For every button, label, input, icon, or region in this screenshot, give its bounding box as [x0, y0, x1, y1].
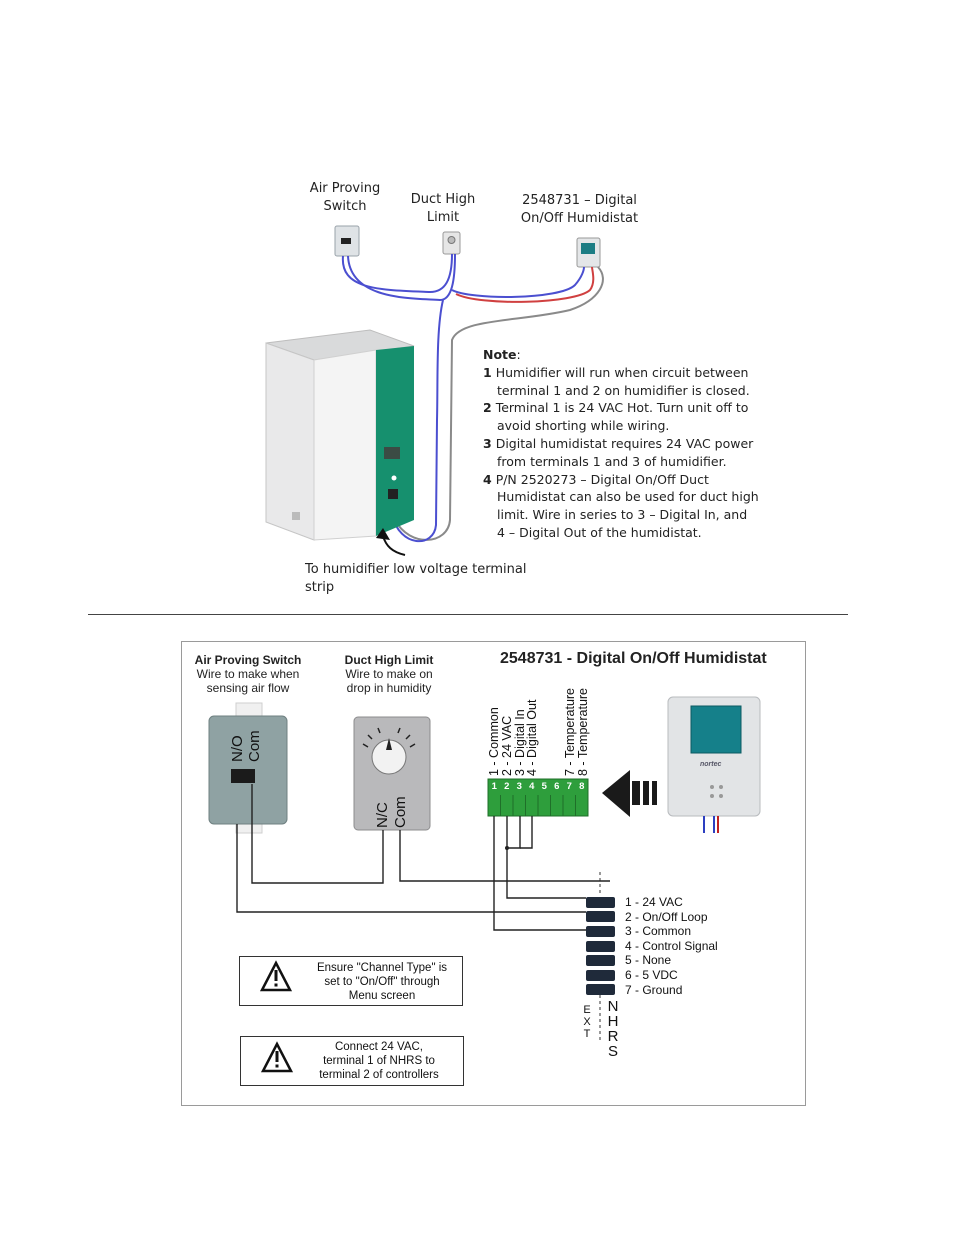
humidistat-label: 2548731 – Digital On/Off Humidistat [520, 193, 639, 226]
nhrs-row: 5 - None [586, 953, 726, 968]
nhrs-row: 4 - Control Signal [586, 939, 726, 954]
air-proving-switch-label: Air Proving Switch [309, 181, 381, 214]
channel-type-warning: Ensure "Channel Type" is set to "On/Off"… [239, 956, 463, 1006]
note-item-2: 2 Terminal 1 is 24 VAC Hot. Turn unit of… [483, 400, 749, 416]
humidistat-terminal-label: 8 - Temperature [576, 687, 590, 776]
nhrs-row: 2 - On/Off Loop [586, 910, 726, 925]
air-proving-com-label: Com [246, 730, 263, 762]
duct-high-limit-label: Duct High Limit [410, 192, 476, 225]
note-item-4: 4 P/N 2520273 – Digital On/Off Duct [483, 471, 709, 487]
note-item-1: 1 Humidifier will run when circuit betwe… [483, 364, 749, 380]
nhrs-row: 1 - 24 VAC [586, 895, 726, 910]
nhrs-row: 3 - Common [586, 924, 726, 939]
air-proving-no-label: N/O [229, 735, 246, 762]
nhrs-row: 6 - 5 VDC [586, 968, 726, 983]
nhrs-terminal-rows: 1 - 24 VAC 2 - On/Off Loop 3 - Common 4 … [586, 895, 726, 997]
humidistat-terminal-block [487, 778, 589, 817]
ext-label: EXT [583, 1004, 591, 1040]
terminal-strip-label: To humidifier low voltage terminal strip [305, 562, 527, 595]
bottom-wires [236, 784, 610, 931]
duct-high-limit-heading: Duct High Limit [344, 653, 434, 667]
nhrs-label: NHRS [607, 998, 619, 1060]
duct-limit-nc-label: N/C [374, 802, 391, 828]
wiring-note: Note: 1 Humidifier will run when circuit… [483, 346, 763, 542]
air-proving-switch-block: Air Proving Switch Wire to make when sen… [186, 653, 310, 695]
connect-24vac-warning: Connect 24 VAC, terminal 1 of NHRS to te… [240, 1036, 464, 1086]
duct-high-limit-block: Duct High Limit Wire to make on drop in … [334, 653, 444, 695]
top-wires [341, 253, 604, 542]
nhrs-row: 7 - Ground [586, 983, 726, 998]
humidistat-title: 2548731 - Digital On/Off Humidistat [500, 650, 767, 667]
humidistat-brand-logo: nortec [700, 761, 722, 768]
air-proving-switch-box [208, 702, 288, 834]
air-proving-switch-heading: Air Proving Switch [194, 653, 302, 667]
humidistat-device-large [667, 696, 761, 833]
humidistat-terminal-label: 2 - 24 VAC [500, 715, 514, 776]
humidistat-terminal-label: 4 - Digital Out [525, 699, 539, 776]
air-proving-switch-device [334, 225, 360, 257]
humidistat-terminal-label: 1 - Common [487, 707, 501, 776]
note-heading: Note [483, 347, 517, 362]
section-divider [88, 614, 848, 615]
top-wiring-illustration [265, 225, 604, 556]
note-item-3: 3 Digital humidistat requires 24 VAC pow… [483, 435, 754, 451]
connect-arrow [602, 770, 657, 817]
terminal-strip-arrow [376, 528, 406, 556]
duct-limit-com-label: Com [392, 796, 409, 828]
humidistat-terminal-label: 7 - Temperature [563, 687, 577, 776]
duct-high-limit-box [353, 716, 431, 831]
humidistat-device [576, 237, 601, 268]
humidifier-unit [265, 329, 415, 541]
terminal-number-row: 1 2 3 4 5 6 7 8 [491, 781, 585, 792]
wiring-diagram-frame [181, 641, 806, 1106]
